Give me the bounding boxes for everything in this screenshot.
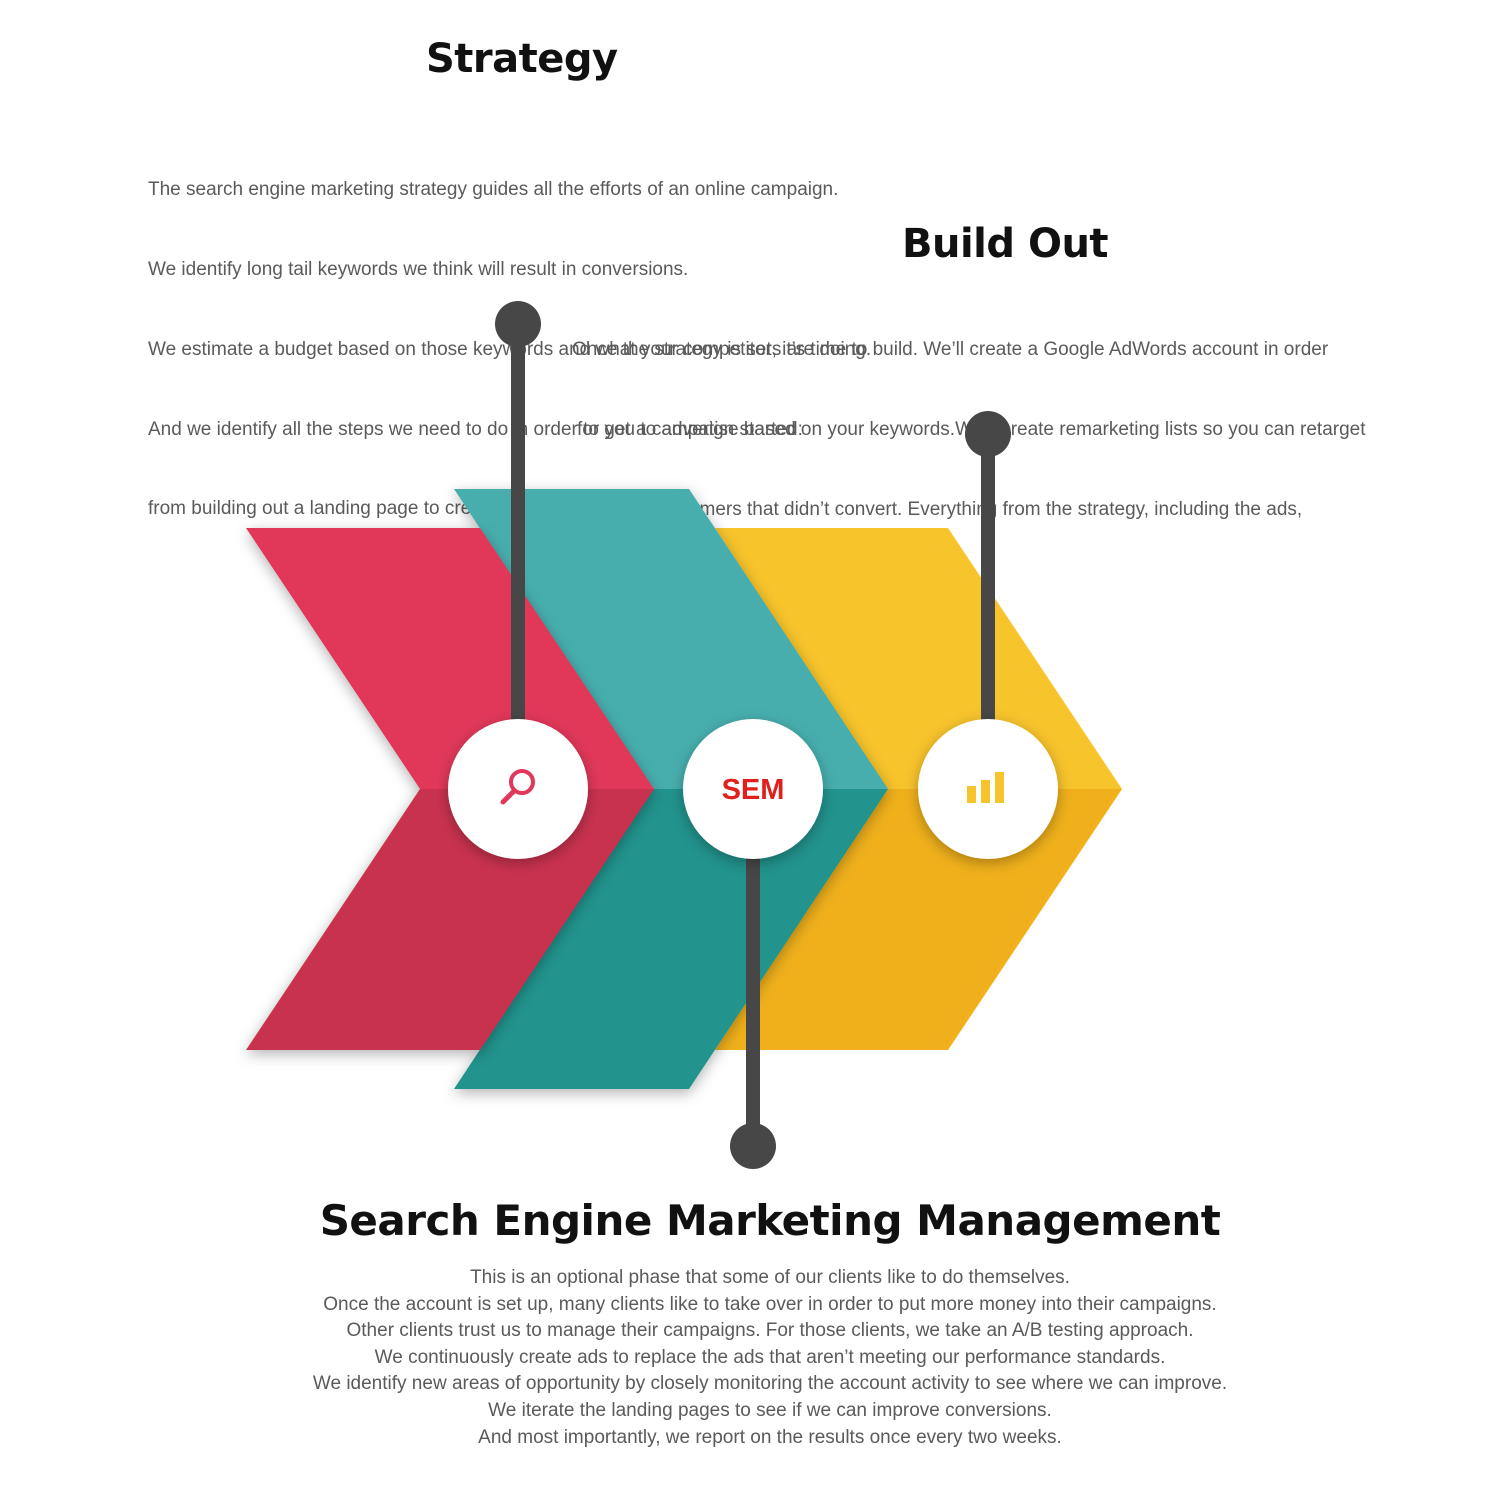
connector-build-out [965, 411, 1011, 720]
connector-dot [495, 301, 541, 347]
management-description: This is an optional phase that some of o… [0, 1265, 1500, 1451]
bar-chart-icon [967, 772, 1004, 803]
chevron-build-out [715, 528, 1122, 1050]
management-line: We continuously create ads to replace th… [374, 1346, 1166, 1368]
management-title: Search Engine Marketing Management [319, 1196, 1221, 1245]
search-icon [500, 769, 535, 805]
management-line: Other clients trust us to manage their c… [346, 1320, 1194, 1342]
strategy-line: The search engine marketing strategy gui… [148, 179, 839, 201]
chevron-teal-top [454, 489, 888, 789]
connector-dot [965, 411, 1011, 457]
chevron-yellow-top [715, 528, 1122, 789]
strategy-line: And we identify all the steps we need to… [148, 418, 803, 440]
chevron-strategy [246, 528, 654, 1050]
node-strategy [448, 719, 588, 859]
node-sem: SEM [683, 719, 823, 859]
sem-label: SEM [722, 774, 785, 806]
strategy-line: We identify long tail keywords we think … [148, 258, 689, 280]
management-line: We identify new areas of opportunity by … [312, 1373, 1228, 1395]
management-line: This is an optional phase that some of o… [470, 1267, 1070, 1288]
connector-strategy [495, 301, 541, 720]
chevron-red-bottom [246, 789, 654, 1050]
management-line: We iterate the landing pages to see if w… [488, 1399, 1052, 1421]
chevron-red-top [246, 528, 654, 789]
node-build-out [918, 719, 1058, 859]
connector-dot [730, 1123, 776, 1169]
build-out-line: Once the strategy is set, it’s time to b… [572, 339, 1329, 361]
strategy-line: We estimate a budget based on those keyw… [148, 338, 872, 360]
build-out-description: Once the strategy is set, it’s time to b… [572, 284, 1366, 630]
strategy-title: Strategy [426, 36, 618, 82]
build-out-title: Build Out [902, 221, 1109, 267]
build-out-line: for you to advertise based on your keywo… [577, 418, 1366, 440]
chevron-sem [454, 489, 888, 1089]
management-line: Once the account is set up, many clients… [323, 1293, 1217, 1315]
chevron-yellow-bottom [715, 789, 1122, 1050]
management-line: And most importantly, we report on the r… [478, 1426, 1062, 1448]
connector-management [730, 858, 776, 1169]
chevron-teal-bottom [454, 789, 888, 1089]
